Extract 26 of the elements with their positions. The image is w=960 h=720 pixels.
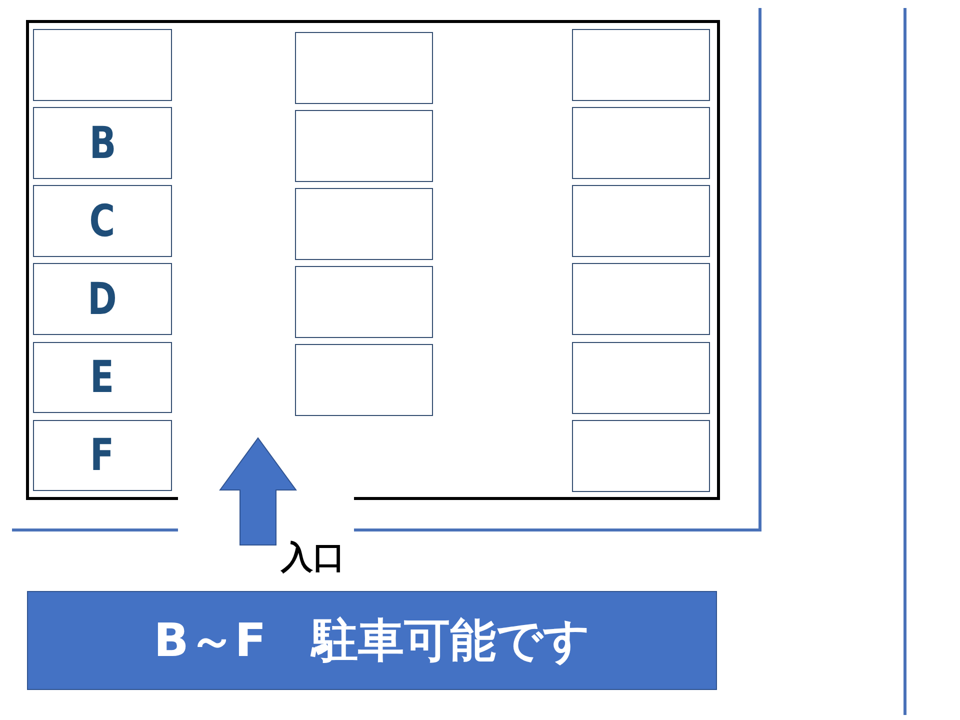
parking-space bbox=[33, 185, 172, 257]
parking-space bbox=[295, 266, 433, 338]
notice-text: B～F 駐車可能です bbox=[154, 612, 590, 668]
notice-banner bbox=[27, 591, 717, 690]
parking-space bbox=[33, 342, 172, 413]
parking-space bbox=[295, 110, 433, 182]
parking-space bbox=[295, 188, 433, 260]
parking-space bbox=[33, 263, 172, 335]
space-letter: D bbox=[88, 274, 118, 324]
parking-space bbox=[572, 107, 710, 179]
entrance-label: 入口 bbox=[281, 537, 345, 578]
parking-space bbox=[572, 420, 710, 492]
parking-space bbox=[33, 420, 172, 491]
parking-space bbox=[295, 344, 433, 416]
parking-lot-outline bbox=[26, 20, 720, 500]
space-letter: E bbox=[90, 352, 115, 403]
parking-space bbox=[572, 29, 710, 101]
space-letter: F bbox=[90, 430, 115, 481]
space-letter: B bbox=[89, 118, 116, 168]
parking-space bbox=[572, 263, 710, 335]
parking-space bbox=[33, 29, 172, 101]
parking-space bbox=[572, 342, 710, 414]
space-letter: C bbox=[90, 196, 116, 246]
parking-space bbox=[572, 185, 710, 257]
parking-space bbox=[295, 32, 433, 104]
parking-space bbox=[33, 107, 172, 179]
